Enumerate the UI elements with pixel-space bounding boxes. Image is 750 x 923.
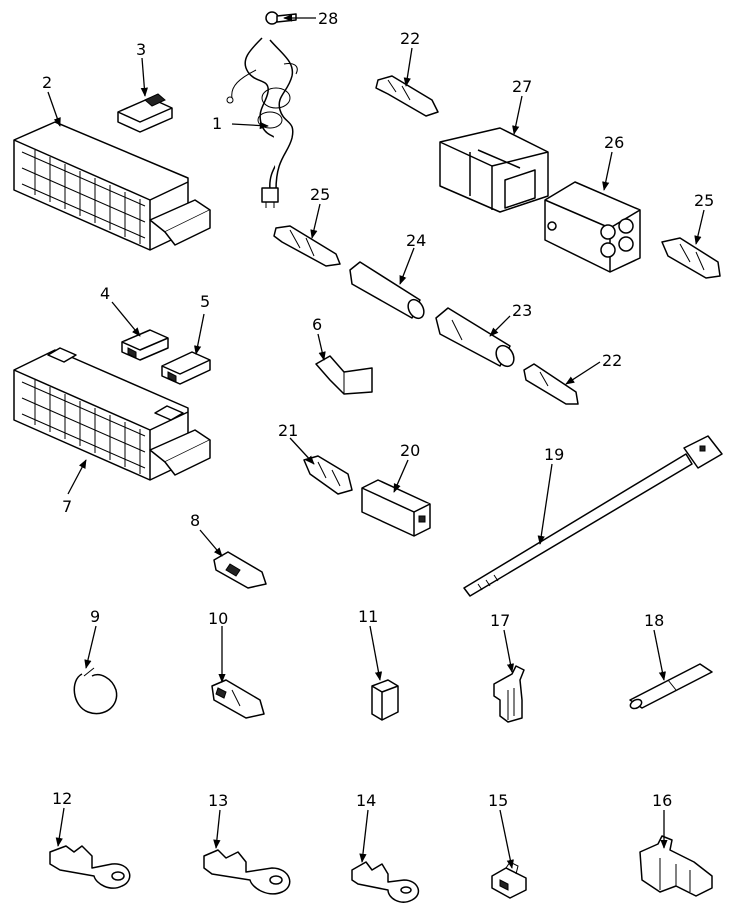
callout-7: 7 <box>62 497 72 516</box>
callout-10: 10 <box>208 609 228 628</box>
callout-28: 28 <box>318 9 338 28</box>
callout-4: 4 <box>100 284 110 303</box>
callout-13: 13 <box>208 791 228 810</box>
part-26-plug-connector <box>544 181 641 273</box>
callout-14: 14 <box>356 791 376 810</box>
part-21-terminal <box>303 455 353 495</box>
callout-23: 23 <box>512 301 532 320</box>
callout-2: 2 <box>42 73 52 92</box>
callout-25-right: 25 <box>694 191 714 210</box>
callout-8: 8 <box>190 511 200 530</box>
part-7-connector-housing <box>13 347 211 481</box>
part-2-connector-housing <box>13 121 211 251</box>
part-22-terminal-top <box>375 75 439 117</box>
part-3-clip <box>117 93 173 133</box>
part-16-bracket <box>639 835 713 897</box>
callout-15: 15 <box>488 791 508 810</box>
part-24-sleeve <box>349 261 425 320</box>
callout-1: 1 <box>212 114 222 133</box>
callout-12: 12 <box>52 789 72 808</box>
part-13-ground-lug <box>203 849 291 895</box>
callout-17: 17 <box>490 611 510 630</box>
callout-18: 18 <box>644 611 664 630</box>
part-5-clip <box>161 351 211 385</box>
callout-21: 21 <box>278 421 298 440</box>
part-12-ground-lug <box>49 845 131 889</box>
callout-6: 6 <box>312 315 322 334</box>
callout-22-lower: 22 <box>602 351 622 370</box>
callout-22-upper: 22 <box>400 29 420 48</box>
callout-16: 16 <box>652 791 672 810</box>
leader-lines <box>47 14 705 869</box>
part-25-terminal-left <box>273 225 341 267</box>
callout-3: 3 <box>136 40 146 59</box>
part-22-pin-bottom <box>523 363 579 405</box>
part-11-connector <box>371 679 399 721</box>
part-17-bracket <box>493 665 525 723</box>
part-25-terminal-right <box>661 237 721 279</box>
part-1-wire-harness <box>226 37 298 208</box>
part-23-sleeve <box>435 307 515 368</box>
part-6-terminal <box>315 355 373 395</box>
callout-27: 27 <box>512 77 532 96</box>
callout-19: 19 <box>544 445 564 464</box>
callout-20: 20 <box>400 441 420 460</box>
part-19-cable-tie <box>463 435 723 597</box>
part-4-clip <box>121 329 169 361</box>
part-8-terminal <box>213 551 267 589</box>
callout-11: 11 <box>358 607 378 626</box>
callout-labels: 1 2 3 4 5 6 7 8 9 10 11 12 13 14 15 16 1… <box>42 9 714 810</box>
part-10-terminal <box>211 679 265 719</box>
part-14-ground-lug <box>351 861 420 903</box>
callout-5: 5 <box>200 292 210 311</box>
part-18-pin <box>629 663 713 710</box>
part-9-wire-clip <box>73 667 118 715</box>
callout-24: 24 <box>406 231 426 250</box>
part-20-housing <box>361 479 431 537</box>
part-27-connector-shell <box>439 127 549 213</box>
callout-25-left: 25 <box>310 185 330 204</box>
callout-26: 26 <box>604 133 624 152</box>
part-15-connector <box>491 861 527 899</box>
callout-9: 9 <box>90 607 100 626</box>
